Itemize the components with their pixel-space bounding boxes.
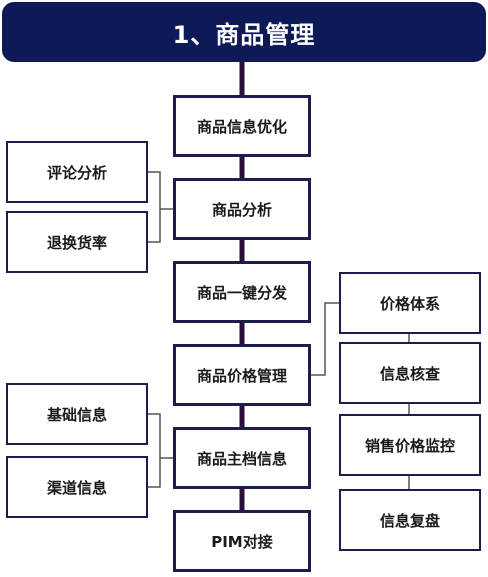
node-channel-info: 渠道信息 xyxy=(6,456,148,518)
bracket-analysis xyxy=(148,171,161,243)
step-price-management: 商品价格管理 xyxy=(173,344,311,406)
node-sales-price-monitoring: 销售价格监控 xyxy=(339,414,481,476)
diagram-title: 1、商品管理 xyxy=(2,2,486,62)
node-info-review: 信息复盘 xyxy=(339,489,481,551)
node-review-analysis: 评论分析 xyxy=(6,141,148,203)
bracket-master xyxy=(148,413,161,488)
step-product-info-optimization: 商品信息优化 xyxy=(173,95,311,157)
node-price-system: 价格体系 xyxy=(339,272,481,334)
step-master-data: 商品主档信息 xyxy=(173,427,311,489)
node-info-check: 信息核查 xyxy=(339,342,481,404)
link-price xyxy=(311,302,339,376)
step-one-click-distribution: 商品一键分发 xyxy=(173,261,311,323)
node-basic-info: 基础信息 xyxy=(6,383,148,445)
step-product-analysis: 商品分析 xyxy=(173,178,311,240)
node-return-rate: 退换货率 xyxy=(6,211,148,273)
step-pim-integration: PIM对接 xyxy=(173,510,311,572)
